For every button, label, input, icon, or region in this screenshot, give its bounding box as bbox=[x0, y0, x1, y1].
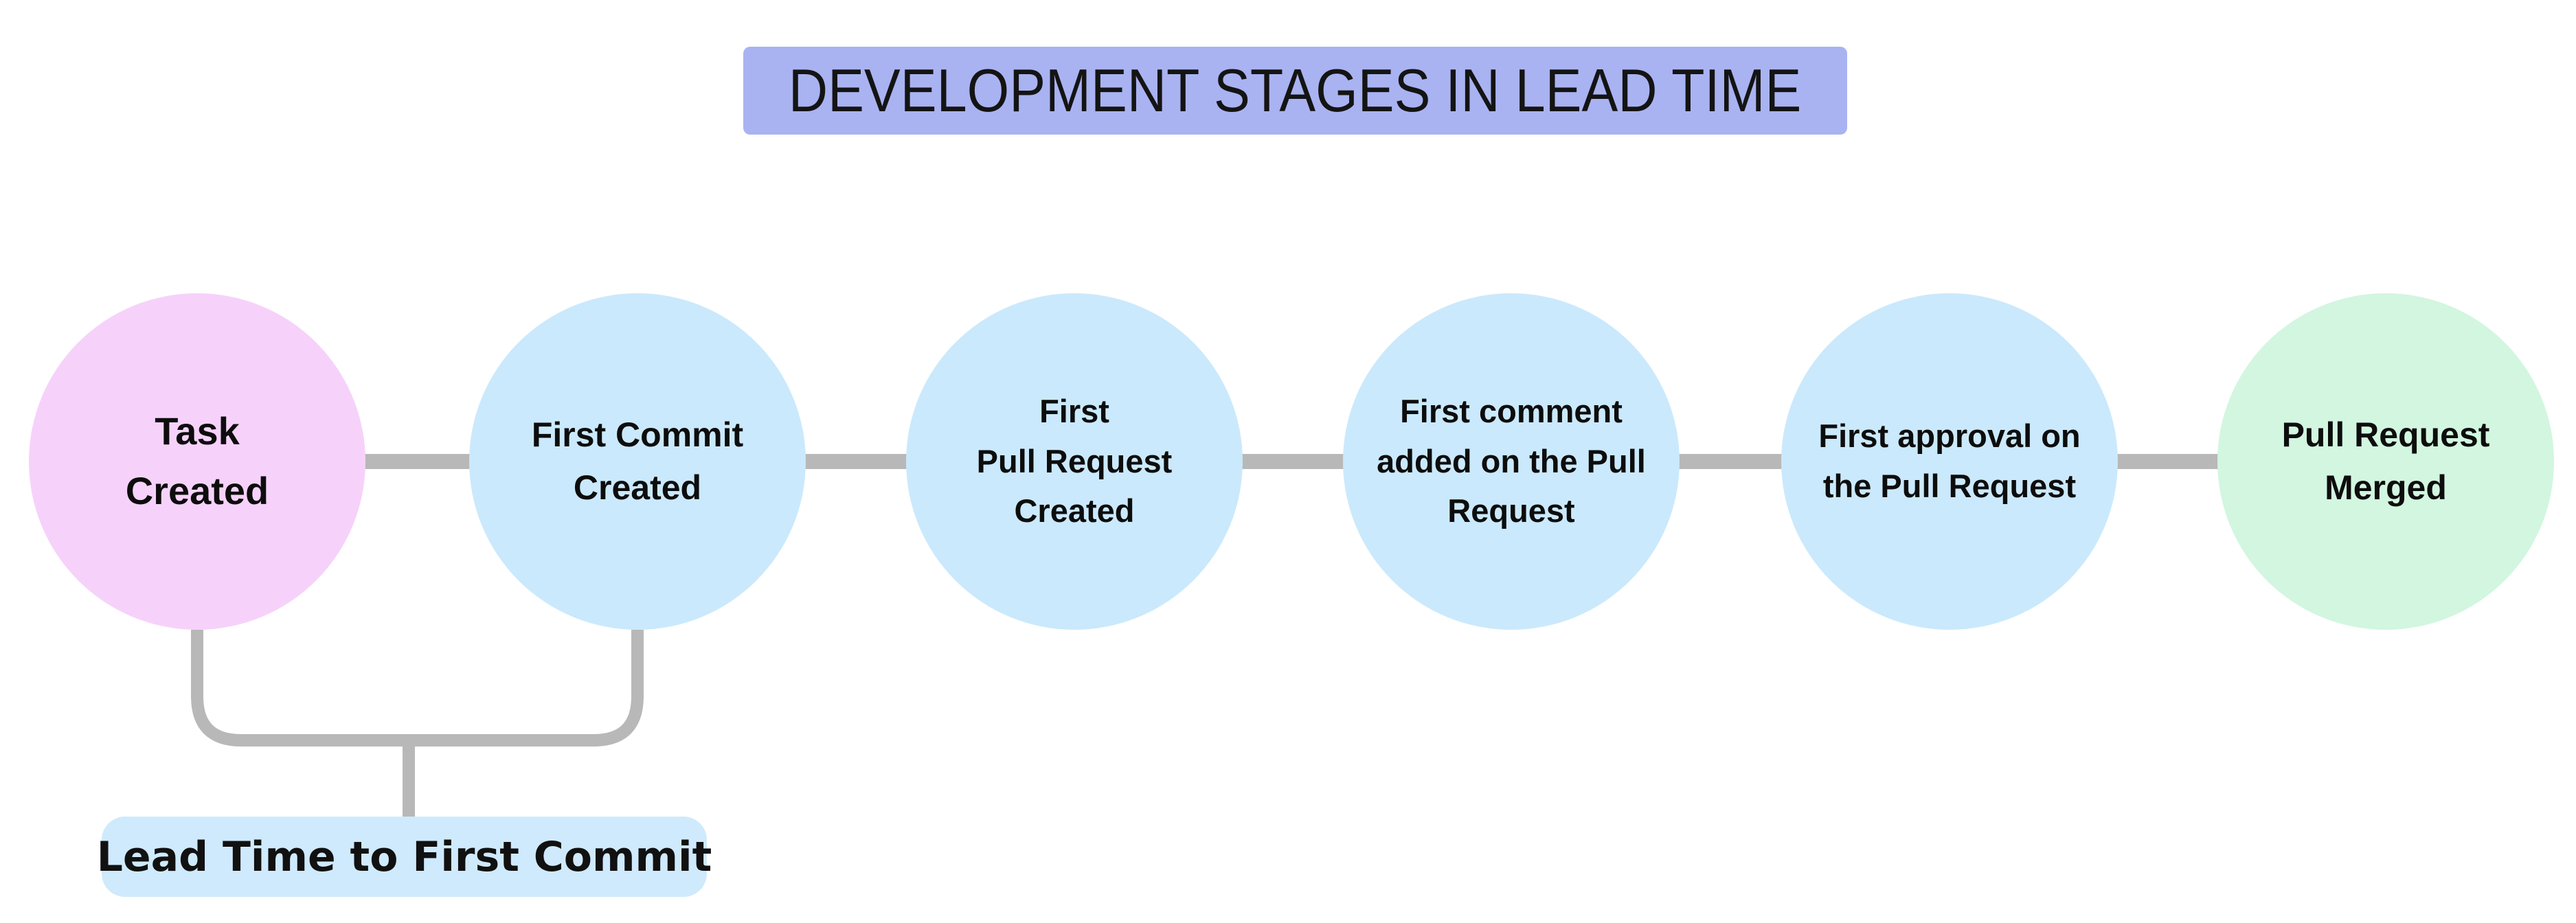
stage-first-commit-created: First Commit Created bbox=[469, 293, 806, 630]
stage-label: First comment added on the Pull Request bbox=[1377, 392, 1646, 529]
stage-first-comment-added: First comment added on the Pull Request bbox=[1343, 293, 1680, 630]
stage-pull-request-merged: Pull Request Merged bbox=[2217, 293, 2554, 630]
stage-label: First Commit Created bbox=[531, 415, 744, 508]
stage-first-pull-request-created: First Pull Request Created bbox=[906, 293, 1243, 630]
lead-time-annotation-label: Lead Time to First Commit bbox=[96, 832, 712, 881]
lead-time-annotation-box: Lead Time to First Commit bbox=[97, 817, 712, 897]
diagram-title: DEVELOPMENT STAGES IN LEAD TIME bbox=[789, 56, 1802, 124]
stage-first-approval: First approval on the Pull Request bbox=[1781, 293, 2118, 630]
stage-task-created: Task Created bbox=[29, 293, 365, 630]
stage-label: Pull Request Merged bbox=[2281, 415, 2490, 508]
stage-label: First Pull Request Created bbox=[976, 392, 1173, 529]
stage-label: Task Created bbox=[125, 409, 269, 512]
bracket-curve bbox=[191, 630, 644, 747]
diagram-title-box: DEVELOPMENT STAGES IN LEAD TIME bbox=[743, 47, 1847, 135]
stage-label: First approval on the Pull Request bbox=[1818, 418, 2081, 504]
